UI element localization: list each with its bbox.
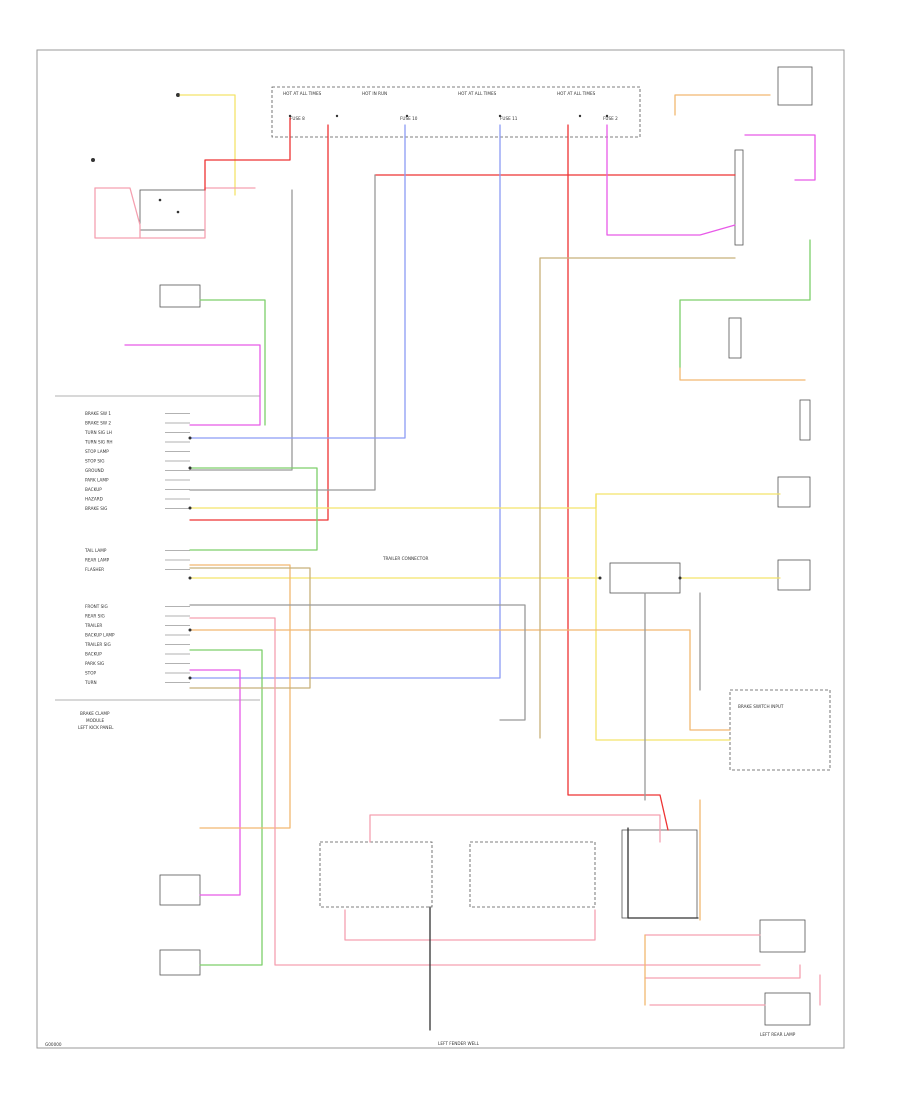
- wire-orange-2: [674, 94, 771, 116]
- bottom-ground-label: LEFT FENDER WELL: [438, 1041, 480, 1046]
- module-pin-label: PARK LAMP: [85, 478, 109, 483]
- wire-green-4: [679, 239, 811, 369]
- wire-gray-2: [189, 174, 376, 491]
- module-pin-label: BACKUP LAMP: [85, 633, 115, 638]
- right-components: BRAKE SWITCH INPUT TRAILER CONNECTOR LEF…: [382, 66, 831, 1037]
- wire-orange-rear: [644, 799, 701, 1006]
- module-pin-label: FRONT SIG: [85, 604, 108, 609]
- wire-yellow-long: [189, 493, 781, 509]
- wire-pink-bottom2: [344, 909, 596, 941]
- module-pin-label: STOP SIG: [85, 459, 105, 464]
- trailer-connector-label: TRAILER CONNECTOR: [382, 556, 429, 561]
- left-connectors: [159, 284, 201, 976]
- diagram-frame: [36, 49, 845, 1049]
- module-pin-label: FLASHER: [85, 567, 104, 572]
- wire-red-trunk: [189, 124, 329, 521]
- wire-orange-3: [189, 564, 291, 829]
- wire-orange-1: [189, 629, 731, 731]
- hazard-info: BRAKE SWITCH INPUT: [738, 704, 784, 709]
- pin-dots: [188, 436, 682, 680]
- wire-pink-loop2: [94, 187, 141, 239]
- fuse-block: HOT AT ALL TIMES HOT IN RUN HOT AT ALL T…: [271, 86, 641, 138]
- module-pin-label: TURN: [84, 680, 97, 685]
- wire-violet-3: [744, 134, 816, 181]
- module-pin-label: TURN SIG RH: [84, 440, 113, 445]
- wire-pink-bottom3: [644, 934, 801, 979]
- module-pin-label: STOP: [85, 671, 97, 676]
- module-pin-label: BRAKE SW 2: [85, 421, 111, 426]
- wire-gray-3: [189, 604, 526, 721]
- wire-black-relay: [627, 827, 699, 919]
- module-pin-label: BRAKE SIG: [85, 506, 107, 511]
- fuse-label-2: HOT IN RUN: [362, 91, 387, 96]
- fuse-id-4: FUSE 2: [603, 116, 618, 121]
- wire-pink-bottom: [369, 814, 661, 843]
- module-pin-label: GROUND: [85, 468, 104, 473]
- module-pin-label: REAR LAMP: [85, 558, 110, 563]
- fuse-label-4: HOT AT ALL TIMES: [557, 91, 596, 96]
- wire-red-main: [204, 117, 291, 191]
- module-pin-label: PARK SIG: [85, 661, 104, 666]
- module-pin-label: REAR SIG: [85, 614, 105, 619]
- module-pin-label: BRAKE SW 1: [85, 411, 111, 416]
- fuse-id-2: FUSE 10: [400, 116, 418, 121]
- fuse-label-3: HOT AT ALL TIMES: [458, 91, 497, 96]
- module-pin-label: TURN SIG LH: [84, 430, 112, 435]
- wire-tan-2: [189, 567, 311, 689]
- fuse-id-1: FUSE 8: [290, 116, 305, 121]
- wires: [94, 94, 821, 1031]
- wire-gray-4: [644, 592, 701, 801]
- bottom-modules: LEFT FENDER WELL G00000: [45, 829, 698, 1047]
- module-pin-label: HAZARD: [85, 497, 103, 502]
- wire-orange-4: [679, 367, 806, 381]
- wire-green-3: [189, 649, 263, 966]
- wire-green-2: [189, 467, 318, 551]
- module-pin-label: BACKUP: [85, 652, 102, 657]
- fuse-label-1: HOT AT ALL TIMES: [283, 91, 322, 96]
- wire-gray-1: [189, 189, 293, 471]
- module-pin-list: BRAKE SW 1 BRAKE SW 2 TURN SIG LH TURN SIG …: [84, 411, 190, 685]
- wire-violet-4: [189, 669, 241, 896]
- module-pin-label: STOP LAMP: [85, 449, 109, 454]
- wire-yellow-3: [595, 493, 731, 741]
- wire-red-right: [567, 124, 669, 831]
- wire-green-1: [199, 299, 266, 426]
- wire-blue-1: [189, 124, 406, 439]
- fuse-id-3: FUSE 11: [500, 116, 518, 121]
- wire-pink-loop: [94, 187, 256, 239]
- module-pin-label: TRAILER SIG: [84, 642, 111, 647]
- module-pin-label: TRAILER: [84, 623, 102, 628]
- module-pin-label: BACKUP: [85, 487, 102, 492]
- wire-tan-1: [539, 257, 736, 739]
- page-code: G00000: [45, 1042, 62, 1047]
- module-loc: LEFT KICK PANEL: [78, 725, 114, 730]
- module-sub: MODULE: [86, 718, 105, 723]
- wire-blue-2: [189, 124, 501, 679]
- module-pin-label: TAIL LAMP: [84, 548, 107, 553]
- rear-lamp-label: LEFT REAR LAMP: [760, 1032, 796, 1037]
- wire-pink-rear: [649, 974, 821, 1006]
- brake-switch: [91, 93, 206, 231]
- wire-yellow-feed: [179, 94, 236, 196]
- wire-pink-lower: [189, 617, 761, 966]
- wire-violet-1: [124, 344, 261, 426]
- wire-violet-2: [606, 124, 736, 236]
- module-name: BRAKE CLAMP: [80, 711, 110, 716]
